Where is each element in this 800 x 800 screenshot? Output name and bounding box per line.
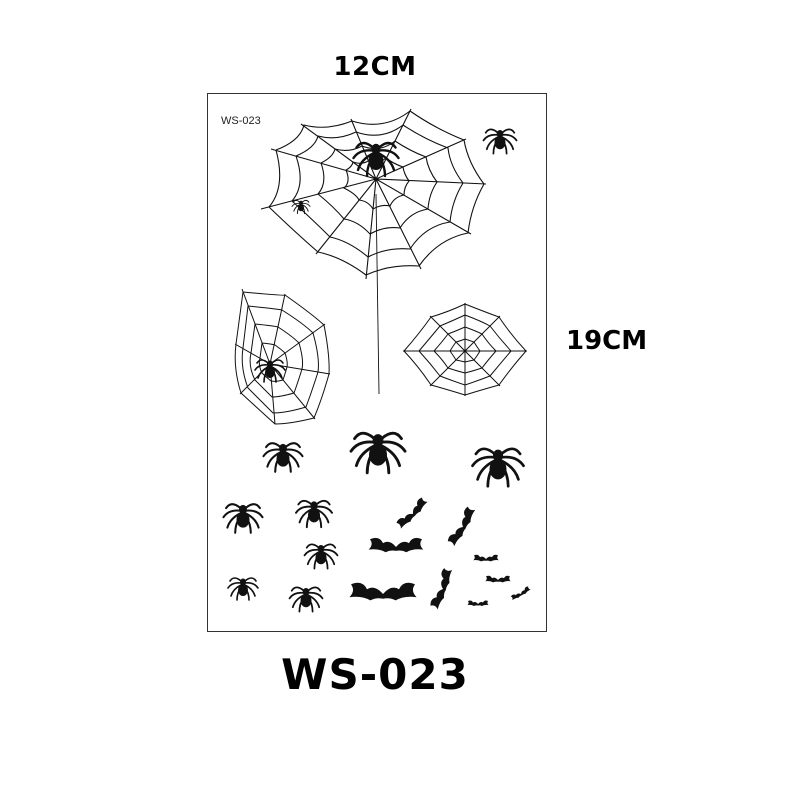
bat-icon	[485, 575, 511, 583]
spider-icon	[288, 586, 324, 613]
spider-web-icon	[403, 303, 527, 396]
spider-icon	[303, 543, 339, 570]
spider-icon	[222, 503, 264, 534]
spider-icon	[262, 442, 304, 473]
spider-icon	[471, 447, 525, 488]
width-dimension-label: 12CM	[333, 52, 417, 82]
spider-icon	[482, 128, 518, 155]
spider-web-icon	[234, 288, 331, 425]
bat-icon	[473, 554, 499, 562]
spider-icon	[349, 431, 407, 475]
bat-icon	[368, 537, 424, 553]
bat-icon	[510, 585, 532, 601]
height-dimension-label: 19CM	[566, 326, 648, 356]
bat-icon	[467, 600, 489, 606]
bat-icon	[349, 582, 417, 601]
spider-web-icon	[260, 108, 487, 395]
product-code-label: WS-023	[281, 650, 469, 699]
sheet-code-label: WS-023	[221, 115, 261, 127]
spider-icon	[227, 577, 259, 601]
spider-icon	[291, 199, 311, 215]
bat-icon	[446, 505, 477, 548]
tattoo-artwork	[222, 108, 532, 613]
spider-icon	[295, 499, 333, 529]
bat-icon	[429, 566, 454, 611]
tattoo-sheet: WS-023	[207, 93, 547, 632]
bat-icon	[395, 496, 429, 530]
